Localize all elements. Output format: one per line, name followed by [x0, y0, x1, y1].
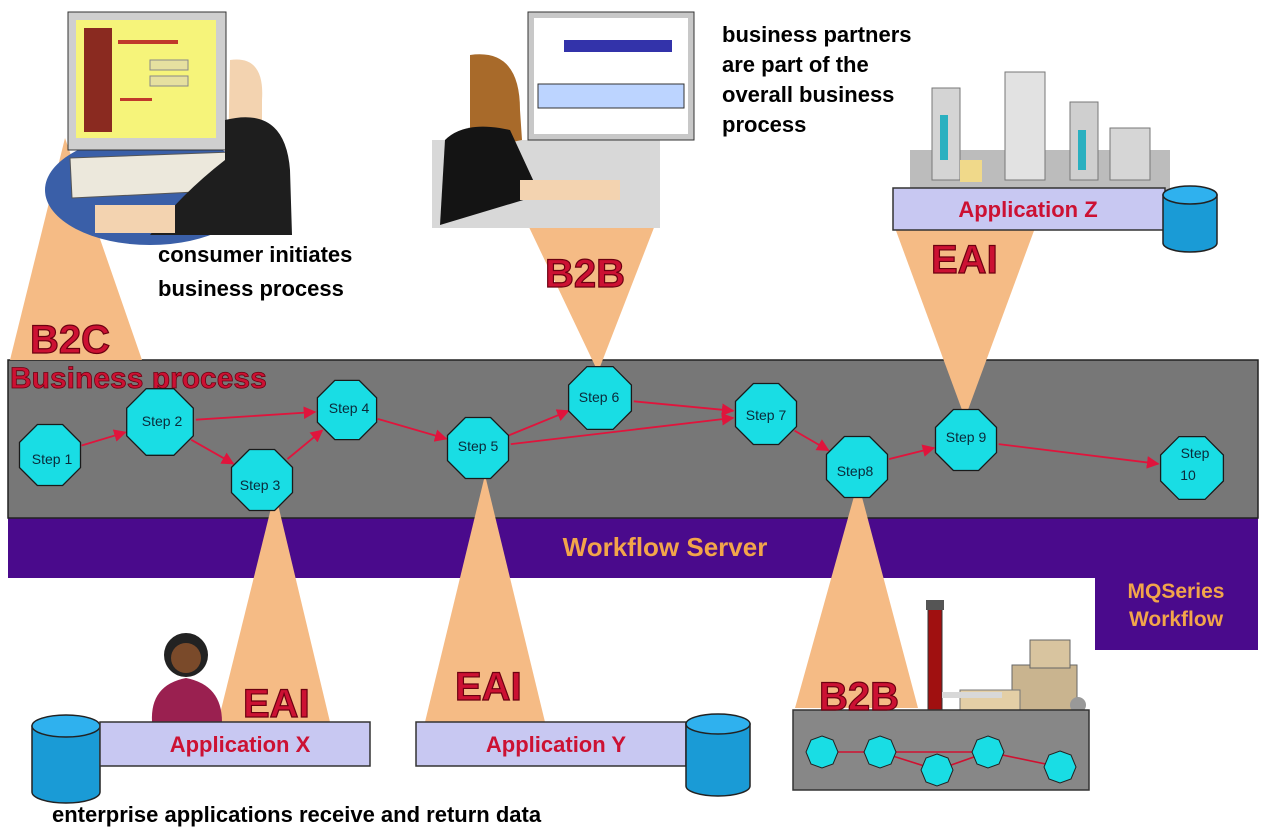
connector-step5-step6 — [508, 409, 570, 437]
business-process-band — [7, 359, 1259, 519]
step-1: Step 1 — [18, 423, 82, 487]
application-z-label: Application Z — [958, 197, 1097, 222]
step-7-label: Step 7 — [746, 407, 787, 423]
consumer-caption-line1: consumer initiates — [158, 242, 352, 267]
partner-process-flow — [805, 735, 1077, 787]
step-connectors — [81, 400, 1160, 469]
step-5: Step 5 — [446, 416, 510, 480]
b2b-bottom-beam — [795, 482, 918, 708]
application-x-label: Application X — [170, 732, 311, 757]
step-5-label: Step 5 — [458, 438, 499, 454]
connector-step5-step7 — [510, 412, 735, 445]
connector-step3-step4 — [286, 429, 324, 460]
connector-step9-step10 — [998, 443, 1160, 469]
person-illustration — [151, 633, 222, 722]
application-x-box — [99, 721, 371, 767]
eai-z-label: EAI — [931, 238, 998, 282]
eai-x-label: EAI — [243, 682, 310, 726]
partners-caption-line1: business partners — [722, 22, 912, 47]
step-10-node — [1159, 435, 1225, 501]
b2b-top-beam — [528, 225, 655, 372]
step-9-node — [934, 408, 998, 472]
eai-y-beam — [425, 475, 545, 722]
step-2-label: Step 2 — [142, 413, 183, 429]
step-4: Step 4 — [316, 379, 378, 441]
b2b-top-label: B2B — [545, 252, 625, 296]
consumer-caption-line2: business process — [158, 276, 344, 301]
partner-factory-illustration — [926, 600, 1086, 719]
step-6-label: Step 6 — [579, 389, 620, 405]
business-partner-illustration — [432, 11, 695, 228]
b2c-label: B2C — [30, 318, 110, 362]
connector-step6-step7 — [633, 400, 735, 416]
step-8-label: Step8 — [837, 463, 874, 479]
workflow-server-band — [8, 518, 1258, 578]
factory-z-illustration — [910, 71, 1170, 190]
mqseries-workflow-box — [1095, 565, 1258, 650]
mqseries-label-line1: MQSeries — [1128, 580, 1225, 603]
partners-caption-line2: are part of the — [722, 52, 869, 77]
application-z-database-icon — [1162, 185, 1218, 253]
step-9-label: Step 9 — [946, 429, 987, 445]
step-10: Step 10 — [1159, 435, 1225, 501]
step-7-node — [734, 382, 798, 446]
step-8-node — [825, 435, 889, 499]
application-y-label: Application Y — [486, 732, 626, 757]
connector-step1-step2 — [81, 429, 127, 447]
step-3-node — [230, 448, 294, 512]
application-y-box — [415, 721, 687, 767]
step-3-label: Step 3 — [240, 477, 281, 493]
step-4-node — [316, 379, 378, 441]
b2b-bottom-label: B2B — [819, 675, 899, 719]
eai-z-beam — [895, 228, 1035, 418]
eai-y-label: EAI — [455, 665, 522, 709]
step-2-node — [126, 388, 194, 456]
connector-step4-step5 — [377, 418, 448, 442]
step-9: Step 9 — [934, 408, 998, 472]
connector-step2-step4 — [195, 406, 317, 421]
business-process-label: Business process — [10, 362, 267, 395]
partners-caption-line3: overall business — [722, 82, 894, 107]
consumer-computer-illustration — [45, 11, 292, 245]
step-3: Step 3 — [230, 448, 294, 512]
eai-x-beam — [218, 492, 330, 722]
step-5-node — [446, 416, 510, 480]
b2c-beam — [10, 138, 142, 360]
partners-caption-line4: process — [722, 112, 806, 137]
enterprise-caption: enterprise applications receive and retu… — [52, 802, 542, 827]
step-10-label-part1: Step — [1181, 445, 1210, 461]
application-z-box — [892, 187, 1166, 231]
mqseries-label-line2: Workflow — [1129, 608, 1224, 631]
step-8: Step8 — [825, 435, 889, 499]
step-4-label: Step 4 — [329, 400, 370, 416]
step-1-node — [18, 423, 82, 487]
connector-step7-step8 — [794, 429, 830, 452]
connector-step8-step9 — [888, 444, 936, 460]
application-y-database-icon — [685, 713, 751, 797]
step-2: Step 2 — [126, 388, 194, 456]
application-x-database-icon — [31, 714, 101, 804]
workflow-server-label: Workflow Server — [563, 532, 768, 562]
connector-step2-step3 — [190, 439, 235, 465]
step-6-node — [567, 365, 633, 431]
step-6: Step 6 — [567, 365, 633, 431]
step-10-label-part2: 10 — [1180, 467, 1196, 483]
step-1-label: Step 1 — [32, 451, 73, 467]
step-7: Step 7 — [734, 382, 798, 446]
